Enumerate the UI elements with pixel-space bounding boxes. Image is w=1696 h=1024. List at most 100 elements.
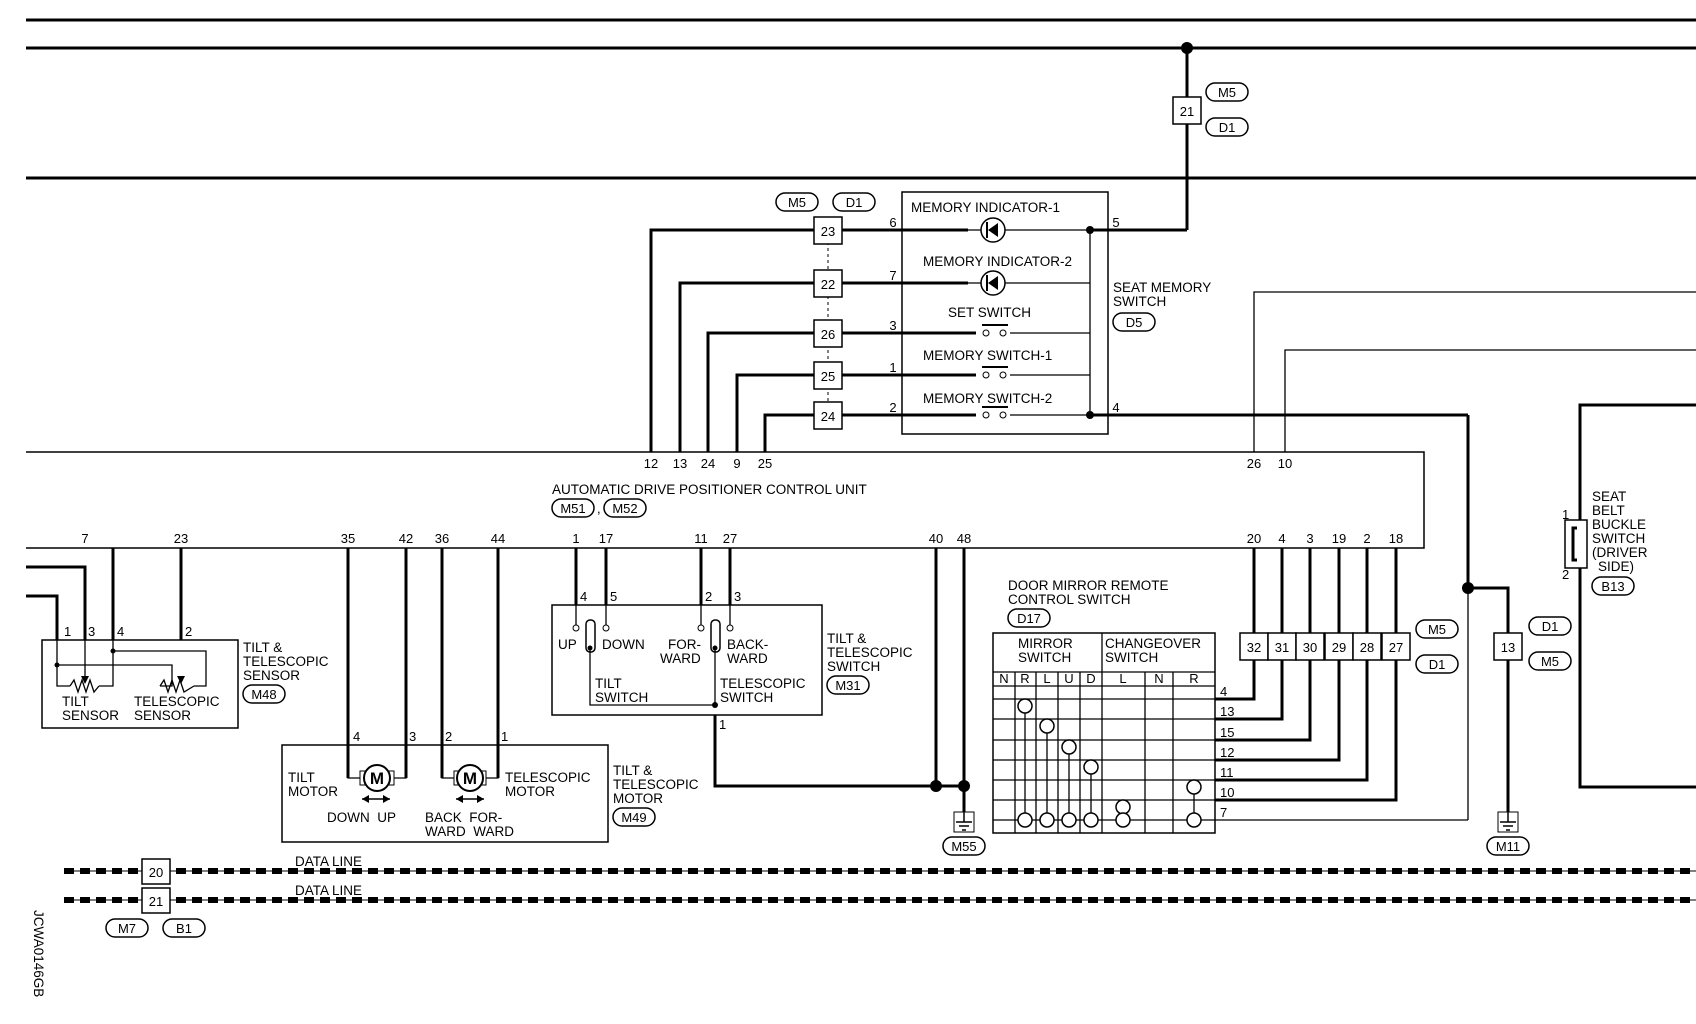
door-mirror-switch: DOOR MIRROR REMOTE CONTROL SWITCH D17 MI… <box>992 578 1234 834</box>
cu-top-wires <box>649 228 1696 588</box>
tm-pin: 4 <box>353 729 360 744</box>
tele-switch-label-2: SWITCH <box>720 690 773 705</box>
tilt-motor-icon: M <box>359 764 395 792</box>
conn-m49: M49 <box>621 810 646 825</box>
cu-pin: 7 <box>81 531 88 546</box>
mid-term: 28 <box>1360 640 1374 655</box>
memory-switch-1-label: MEMORY SWITCH-1 <box>923 348 1052 363</box>
conn-m48: M48 <box>251 687 276 702</box>
cu-pin: 19 <box>1332 531 1346 546</box>
seat-memory-switch-title: SEAT MEMORY <box>1113 280 1211 295</box>
seat-memory-switch: MEMORY INDICATOR-1 MEMORY INDICATOR-2 SE… <box>828 191 1468 435</box>
tele-motor-label-2: MOTOR <box>505 784 555 799</box>
dm-col: R <box>1189 671 1198 686</box>
jt-24: 24 <box>821 409 835 424</box>
dm-col: N <box>999 671 1008 686</box>
cu-pin: 4 <box>1278 531 1285 546</box>
tm-pin: 1 <box>501 729 508 744</box>
tilt-switch-title-3: SWITCH <box>827 659 880 674</box>
cu-pin: 20 <box>1247 531 1261 546</box>
data-line-label-2: DATA LINE <box>295 883 362 898</box>
svg-text:M: M <box>370 769 384 788</box>
door-mirror-title: DOOR MIRROR REMOTE <box>1008 578 1169 593</box>
conn-m5-top: M5 <box>1218 85 1236 100</box>
junction-terminals: M5 D1 23 22 26 25 24 <box>775 192 876 430</box>
dl-term-20: 20 <box>149 865 163 880</box>
led-indicator-2-icon <box>980 270 1006 296</box>
tilt-motor-title-2: TELESCOPIC <box>613 777 699 792</box>
tilt-sensor-label-2: SENSOR <box>62 708 119 723</box>
seat-belt-title-4: SWITCH <box>1592 531 1645 546</box>
tele-motor-label: TELESCOPIC <box>505 770 591 785</box>
cu-pin: 42 <box>399 531 413 546</box>
tsw-pin: 4 <box>580 589 587 604</box>
down-label: DOWN <box>602 637 645 652</box>
tilt-telescopic-switch: 4 5 2 3 UP DOWN FOR- WARD BACK- WARD TIL… <box>551 548 964 788</box>
cu-pin: 48 <box>957 531 971 546</box>
dm-col: N <box>1154 671 1163 686</box>
back-for-label: BACK FOR- <box>425 810 502 825</box>
dm-col: L <box>1119 671 1126 686</box>
tele-sensor-label-2: SENSOR <box>134 708 191 723</box>
cu-top-pin: 9 <box>733 456 740 471</box>
conn-m5-mid: M5 <box>1428 622 1446 637</box>
sms-pin-4: 4 <box>1112 400 1119 415</box>
dl-term-21: 21 <box>149 894 163 909</box>
tilt-switch-title: TILT & <box>827 631 866 646</box>
tilt-switch-title-2: TELESCOPIC <box>827 645 913 660</box>
tilt-motor-label-2: MOTOR <box>288 784 338 799</box>
seat-belt-title-6: SIDE) <box>1598 559 1634 574</box>
telescopic-motor-icon: M <box>453 764 487 792</box>
dm-pin: 10 <box>1220 785 1234 800</box>
jt-25: 25 <box>821 369 835 384</box>
ground-icon <box>956 812 972 831</box>
tsw-pin: 5 <box>610 589 617 604</box>
cu-pin: 1 <box>572 531 579 546</box>
tilt-motor-label: TILT <box>288 770 315 785</box>
dm-col: D <box>1086 671 1095 686</box>
control-unit: 12 13 24 9 25 26 10 AUTOMATIC DRIVE POSI… <box>26 451 1425 549</box>
ground-m55: M55 <box>930 548 986 856</box>
control-unit-title: AUTOMATIC DRIVE POSITIONER CONTROL UNIT <box>552 482 867 497</box>
tele-switch-label: TELESCOPIC <box>720 676 806 691</box>
set-switch-label: SET SWITCH <box>948 305 1031 320</box>
dm-col: L <box>1043 671 1050 686</box>
mid-term: 29 <box>1332 640 1346 655</box>
cu-top-pin: 10 <box>1278 456 1292 471</box>
sms-pin-2: 2 <box>889 400 896 415</box>
term-13: 13 <box>1501 640 1515 655</box>
mid-term: 30 <box>1303 640 1317 655</box>
seat-belt-title: SEAT <box>1592 489 1626 504</box>
backward-label-2: WARD <box>727 651 768 666</box>
tm-pin: 3 <box>409 729 416 744</box>
conn-m55: M55 <box>951 839 976 854</box>
tsw-pin: 3 <box>734 589 741 604</box>
cu-pin: 27 <box>723 531 737 546</box>
seat-memory-switch-title-2: SWITCH <box>1113 294 1166 309</box>
door-mirror-title-2: CONTROL SWITCH <box>1008 592 1131 607</box>
backward-label: BACK- <box>727 637 768 652</box>
sms-pin-7: 7 <box>889 268 896 283</box>
cu-pin: 35 <box>341 531 355 546</box>
sms-pin-1: 1 <box>889 360 896 375</box>
conn-b1: B1 <box>176 921 192 936</box>
tilt-sensor-label: TILT <box>62 694 89 709</box>
cu-top-pin: 13 <box>673 456 687 471</box>
cu-pin: 23 <box>174 531 188 546</box>
cu-top-pin: 12 <box>644 456 658 471</box>
jt-22: 22 <box>821 277 835 292</box>
tilt-switch-label-2: SWITCH <box>595 690 648 705</box>
ts-pin: 1 <box>64 624 71 639</box>
conn-m11: M11 <box>1496 839 1520 854</box>
tele-sensor-label: TELESCOPIC <box>134 694 220 709</box>
conn-d1-m11: D1 <box>1542 619 1559 634</box>
conn-d5: D5 <box>1126 315 1143 330</box>
memory-switch-2-label: MEMORY SWITCH-2 <box>923 391 1052 406</box>
sms-pin-6: 6 <box>889 215 896 230</box>
back-for-label-2: WARD WARD <box>425 824 514 839</box>
forward-label: FOR- <box>668 637 701 652</box>
power-rails <box>26 18 1696 180</box>
ground-m11: 13 D1 M5 M11 <box>1462 582 1572 856</box>
cu-pin: 2 <box>1363 531 1370 546</box>
